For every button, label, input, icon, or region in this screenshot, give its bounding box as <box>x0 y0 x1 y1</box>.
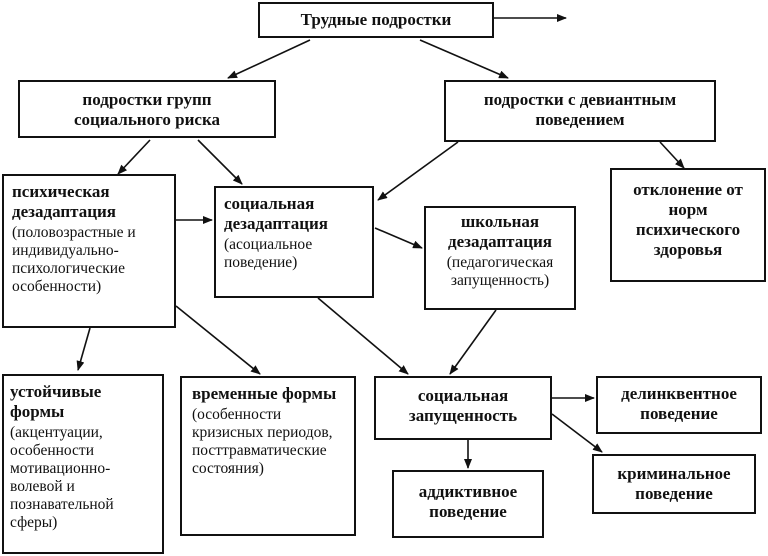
node-school-disadaptation-note: (педагогическая запущенность) <box>446 254 554 289</box>
node-temporary-forms-note: (особенности кризисных периодов, посттра… <box>192 406 333 477</box>
node-addictive-behavior-title: аддиктивное поведение <box>418 482 518 521</box>
node-temporary-forms-title: временные формы <box>192 384 337 403</box>
node-mental-disadaptation-note: (половозрастные и индивидуально-психолог… <box>12 224 136 295</box>
arrow-risk-to-psych <box>117 139 151 175</box>
node-social-disadaptation: социальная дезадаптация (асоциальное пов… <box>214 186 374 298</box>
node-risk-group-teens: подростки групп социального риска <box>18 80 276 138</box>
arrow-school-to-neglect <box>449 309 497 375</box>
arrow-psych-to-stable <box>76 327 91 371</box>
arrow-deviant-to-health <box>659 141 685 169</box>
arrow-psych-to-temp <box>175 305 261 375</box>
node-deviant-teens-title: подростки с девиантным поведением <box>483 90 677 129</box>
node-addictive-behavior: аддиктивное поведение <box>392 470 544 538</box>
node-temporary-forms: временные формы (особенности кризисных п… <box>180 376 356 536</box>
node-difficult-teens-title: Трудные подростки <box>300 10 452 29</box>
node-social-neglect: социальная запущенность <box>374 376 552 440</box>
node-risk-group-teens-title: подростки групп социального риска <box>74 90 220 129</box>
node-mental-disadaptation-title: психическая дезадаптация <box>12 182 116 221</box>
node-stable-forms-note: (акцентуации, особенности мотивационно-в… <box>10 424 114 531</box>
node-mental-health-deviation-title: отклонение от норм психического здоровья <box>633 180 743 259</box>
node-social-neglect-title: социальная запущенность <box>408 386 518 425</box>
node-deviant-teens: подростки с девиантным поведением <box>444 80 716 142</box>
arrow-root-to-deviant <box>419 39 509 79</box>
node-school-disadaptation: школьная дезадаптация (педагогическая за… <box>424 206 576 310</box>
node-mental-health-deviation: отклонение от норм психического здоровья <box>610 168 766 282</box>
node-social-disadaptation-title: социальная дезадаптация <box>224 194 328 233</box>
node-school-disadaptation-title: школьная дезадаптация <box>448 212 552 251</box>
node-mental-disadaptation: психическая дезадаптация (половозрастные… <box>2 174 176 328</box>
arrow-social-to-neglect <box>317 297 409 375</box>
node-stable-forms: устойчивые формы (акцентуации, особеннос… <box>2 374 164 554</box>
node-social-disadaptation-note: (асоциальное поведение) <box>224 236 313 271</box>
node-delinquent-behavior-title: делинквентное поведение <box>621 384 737 423</box>
arrow-neglect-to-crim <box>551 413 603 453</box>
arrow-risk-to-social <box>197 139 243 185</box>
node-criminal-behavior-title: криминальное поведение <box>617 464 731 503</box>
node-criminal-behavior: криминальное поведение <box>592 454 756 514</box>
node-difficult-teens: Трудные подростки <box>258 2 494 38</box>
node-stable-forms-title: устойчивые формы <box>10 382 102 421</box>
arrow-deviant-to-social <box>377 141 459 201</box>
arrow-root-to-risk <box>227 39 311 79</box>
arrow-social-to-school <box>374 227 423 249</box>
node-delinquent-behavior: делинквентное поведение <box>596 376 762 434</box>
